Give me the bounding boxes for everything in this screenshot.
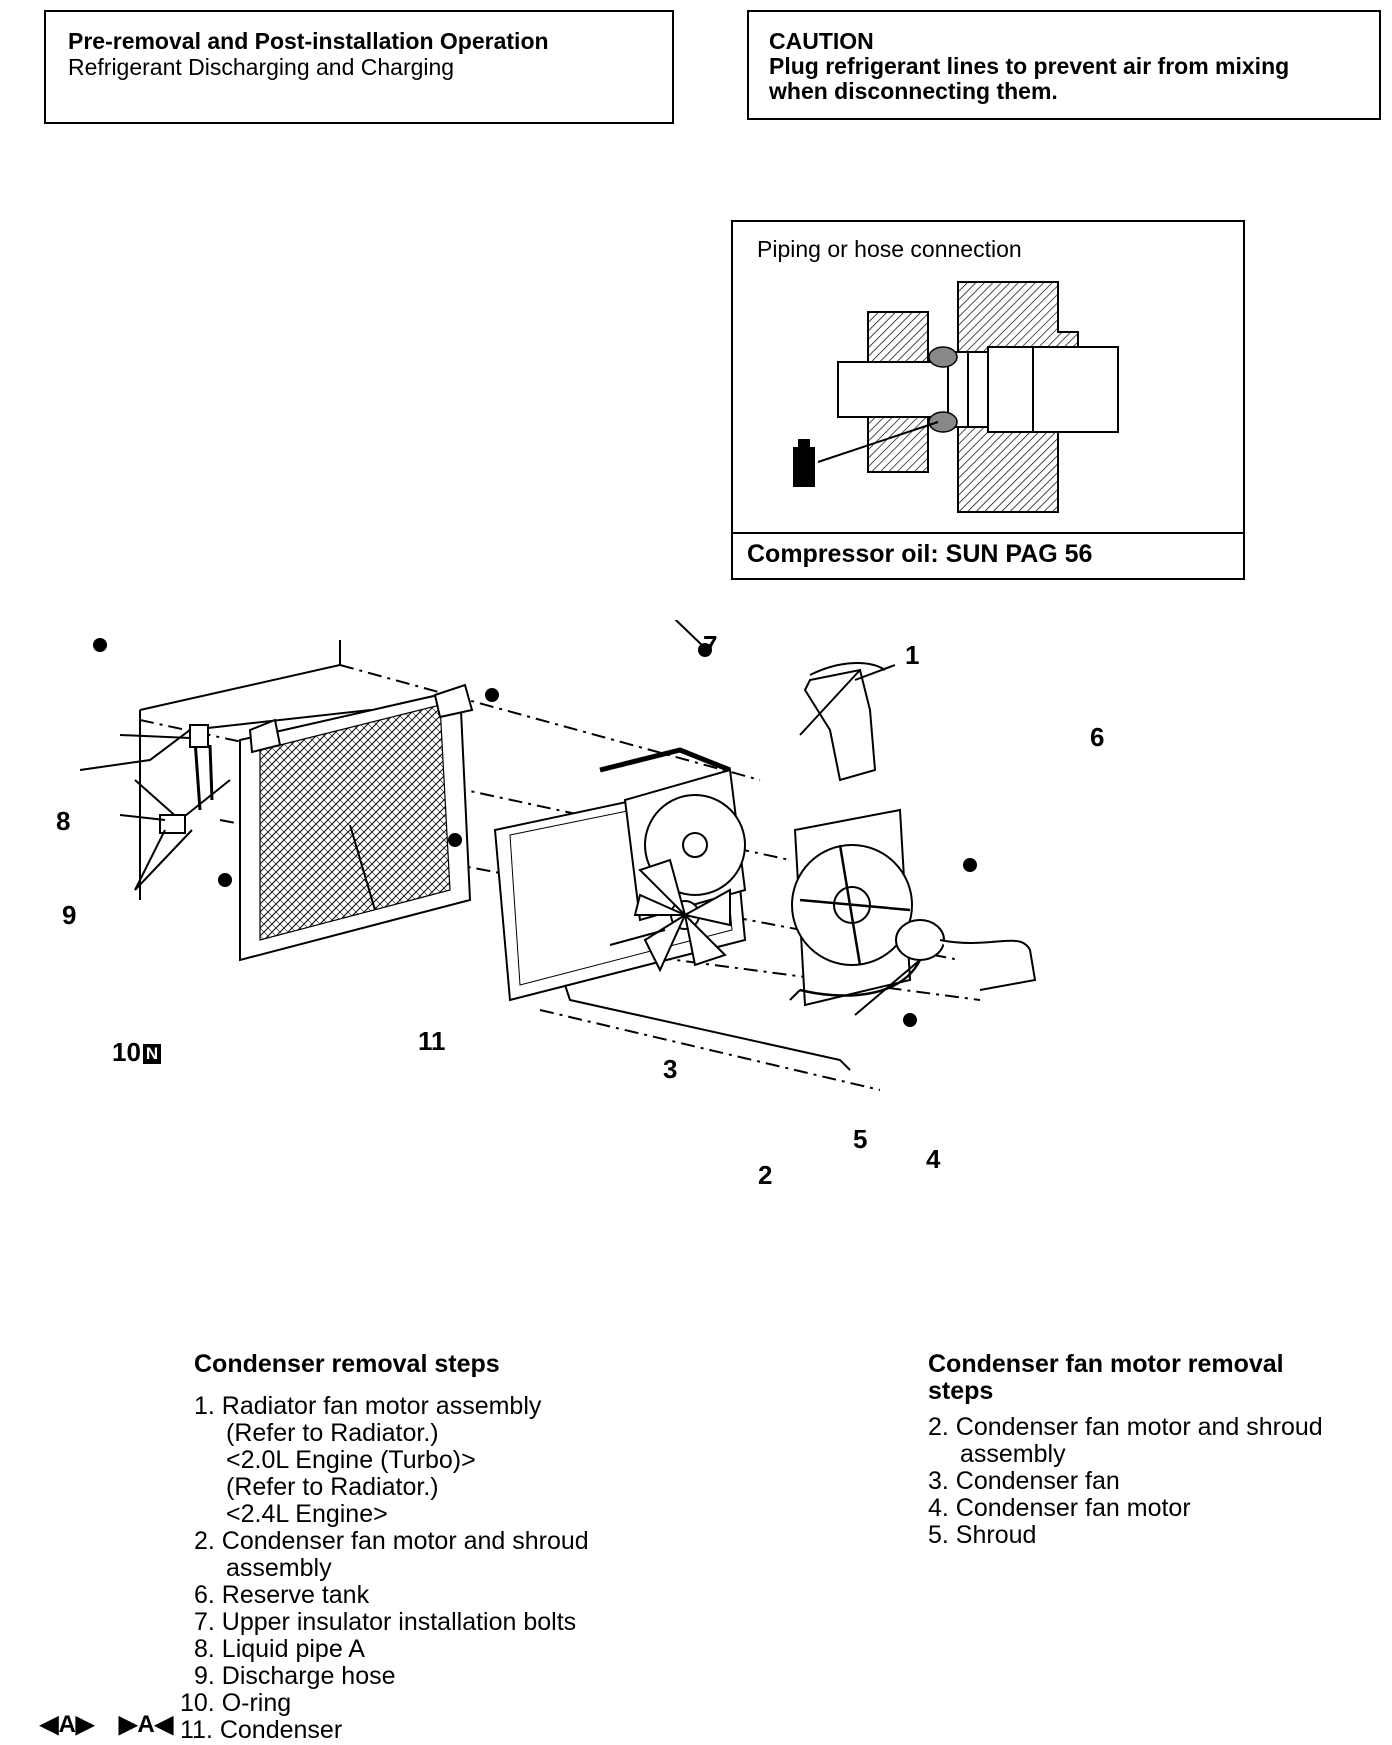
service-mark-installation: ▶A◀ [118,1711,174,1738]
service-mark-removal: ◀A▶ [40,1711,95,1738]
pre-removal-subtitle: Refrigerant Discharging and Charging [68,54,455,80]
step-line: assembly [960,1440,1066,1468]
pre-removal-box: Pre-removal and Post-installation Operat… [44,10,674,124]
pre-removal-title: Pre-removal and Post-installation Operat… [68,28,549,54]
piping-divider [733,532,1243,534]
step-line: <2.0L Engine (Turbo)> [226,1446,476,1474]
step-line: assembly [226,1554,332,1582]
step-line: 5. Shroud [928,1521,1037,1549]
caution-title: CAUTION [769,28,874,54]
step-line: 4. Condenser fan motor [928,1494,1191,1522]
condenser-removal-heading: Condenser removal steps [194,1350,500,1378]
step-line: 2. Condenser fan motor and shroud [928,1413,1323,1441]
caution-line-1: Plug refrigerant lines to prevent air fr… [769,53,1290,79]
caution-box: CAUTION Plug refrigerant lines to preven… [747,10,1381,120]
step-line: (Refer to Radiator.) [226,1473,439,1501]
compressor-oil-spec: Compressor oil: SUN PAG 56 [747,540,1093,568]
step-line: 8. Liquid pipe A [194,1635,365,1663]
callout-7: 7 [703,630,718,660]
callout-8: 8 [56,806,71,836]
callout-10-badge: N [142,1044,162,1065]
service-marks: ◀A▶ ▶A◀ [40,1710,173,1739]
callout-9: 9 [62,900,77,930]
step-line: 7. Upper insulator installation bolts [194,1608,577,1636]
step-line: <2.4L Engine> [226,1500,388,1528]
step-line: (Refer to Radiator.) [226,1419,439,1447]
step-line: 6. Reserve tank [194,1581,370,1609]
callout-3: 3 [663,1054,678,1084]
step-line: 3. Condenser fan [928,1467,1120,1495]
step-line: 11. Condenser [180,1716,343,1744]
piping-connection-illustration [793,281,1119,513]
callout-5: 5 [853,1124,868,1154]
step-line: 2. Condenser fan motor and shroud [194,1527,589,1555]
condenser-exploded-diagram [79,620,1037,1091]
fan-motor-removal-heading-1: Condenser fan motor removal [928,1350,1284,1378]
step-line: 9. Discharge hose [194,1662,396,1690]
callout-2: 2 [758,1160,773,1190]
piping-title: Piping or hose connection [757,236,1022,262]
caution-line-2: when disconnecting them. [769,78,1058,104]
callout-4: 4 [926,1144,941,1174]
callout-11: 11 [418,1026,446,1056]
step-line: 1. Radiator fan motor assembly [194,1392,542,1420]
callout-1: 1 [905,640,920,670]
callout-6: 6 [1090,722,1105,752]
fan-motor-removal-heading-2: steps [928,1377,994,1405]
step-line: 10. O-ring [180,1689,292,1717]
callout-10-number: 10 [112,1037,141,1067]
piping-connection-box: Piping or hose connection Compressor oil… [731,220,1245,580]
